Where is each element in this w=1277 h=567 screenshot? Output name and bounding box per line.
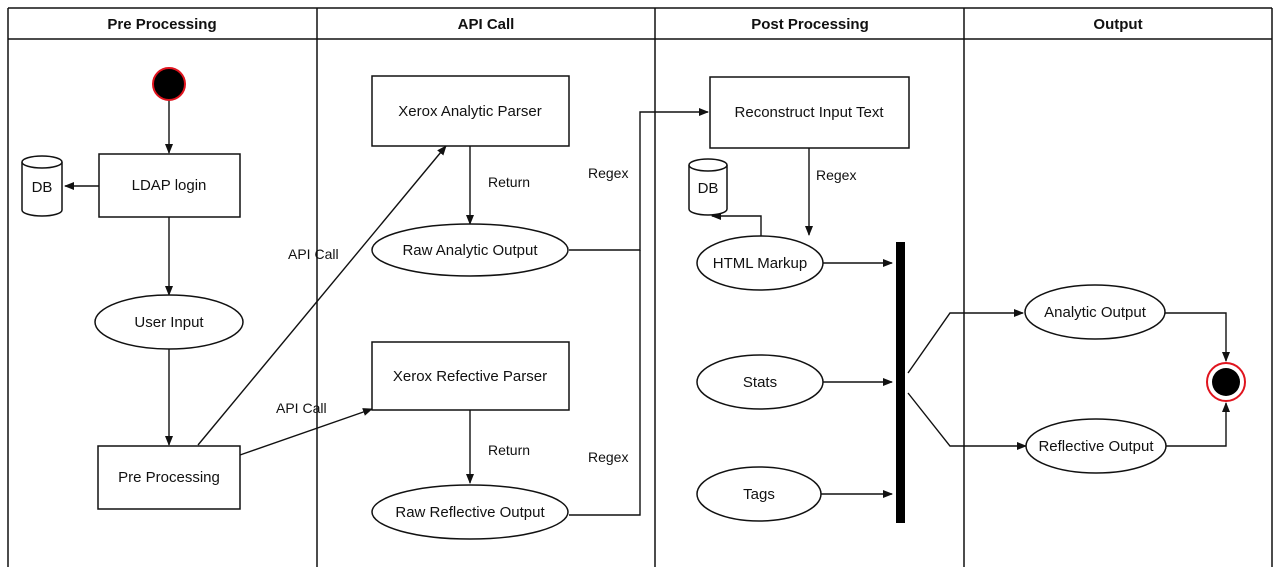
html-markup-label: HTML Markup	[713, 255, 807, 272]
edge-join-to-analytic-output	[907, 309, 1024, 374]
stats-label: Stats	[743, 374, 777, 391]
db-pre-label: DB	[32, 179, 53, 196]
raw-reflective-output-node: Raw Reflective Output	[371, 484, 569, 540]
edge-analytic-output-to-final	[1164, 312, 1230, 362]
db-post-label: DB	[698, 180, 719, 197]
raw-analytic-output-label: Raw Analytic Output	[402, 242, 538, 259]
edge-label-regex-reconstruct: Regex	[816, 167, 856, 183]
reconstruct-input-text-node: Reconstruct Input Text	[709, 76, 910, 149]
raw-analytic-output-node: Raw Analytic Output	[371, 223, 569, 277]
xerox-reflective-parser-label: Xerox Refective Parser	[393, 368, 547, 385]
lane-header-output: Output	[1093, 16, 1142, 33]
stats-node: Stats	[696, 354, 824, 410]
reflective-output-label: Reflective Output	[1038, 438, 1154, 455]
user-input-label: User Input	[134, 314, 204, 331]
lane-header-pre-processing: Pre Processing	[107, 16, 216, 33]
xerox-analytic-parser-node: Xerox Analytic Parser	[371, 75, 570, 147]
tags-node: Tags	[696, 466, 822, 522]
edges	[64, 100, 1230, 516]
edge-label-api-call-bottom: API Call	[276, 400, 327, 416]
html-markup-node: HTML Markup	[696, 235, 824, 291]
xerox-analytic-parser-label: Xerox Analytic Parser	[398, 103, 541, 120]
join-bar	[896, 242, 905, 523]
edge-label-api-call-top: API Call	[288, 246, 339, 262]
xerox-reflective-parser-node: Xerox Refective Parser	[371, 341, 570, 411]
lane-header-post-processing: Post Processing	[751, 16, 869, 33]
edge-raw-analytic-to-reconstruct	[569, 108, 709, 251]
reflective-output-node: Reflective Output	[1025, 418, 1167, 474]
analytic-output-label: Analytic Output	[1044, 304, 1147, 321]
edge-label-return-analytic: Return	[488, 174, 530, 190]
pre-processing-node: Pre Processing	[97, 445, 241, 510]
lane-header-api-call: API Call	[458, 16, 515, 33]
ldap-login-label: LDAP login	[132, 177, 207, 194]
db-cylinder-post: DB	[688, 158, 728, 216]
final-node	[1206, 362, 1246, 402]
edge-reflective-output-to-final	[1166, 402, 1230, 447]
analytic-output-node: Analytic Output	[1024, 284, 1166, 340]
start-node	[152, 67, 186, 101]
edge-label-regex-analytic: Regex	[588, 165, 628, 181]
edge-raw-reflective-to-reconstruct	[569, 250, 641, 516]
user-input-node: User Input	[94, 294, 244, 350]
db-cylinder-pre: DB	[21, 155, 63, 217]
ldap-login-node: LDAP login	[98, 153, 241, 218]
reconstruct-input-text-label: Reconstruct Input Text	[735, 104, 885, 121]
edge-label-return-reflective: Return	[488, 442, 530, 458]
tags-label: Tags	[743, 486, 775, 503]
pre-processing-label: Pre Processing	[118, 469, 220, 486]
edge-pre-processing-to-analytic-parser	[197, 145, 447, 446]
swimlane-frame	[7, 7, 1273, 567]
edge-label-regex-reflective: Regex	[588, 449, 628, 465]
edge-join-to-reflective-output	[907, 392, 1027, 450]
raw-reflective-output-label: Raw Reflective Output	[395, 504, 545, 521]
edge-html-to-db	[711, 212, 762, 238]
edge-pre-processing-to-reflective-parser	[239, 408, 373, 456]
